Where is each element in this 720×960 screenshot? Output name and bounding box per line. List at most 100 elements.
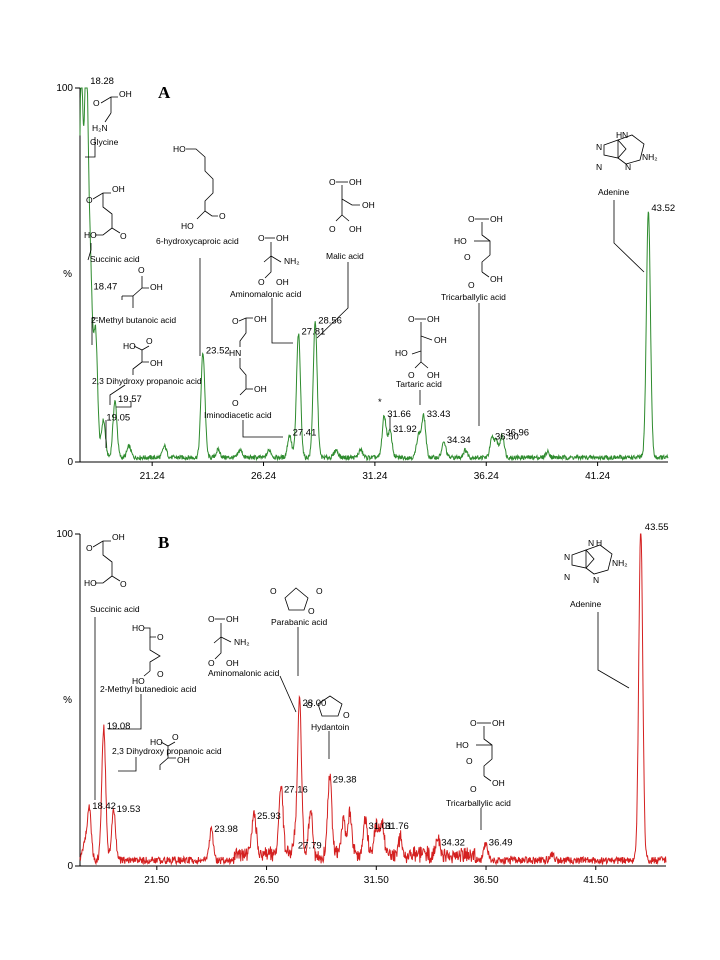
svg-text:O: O — [468, 214, 475, 224]
svg-text:NH₂: NH₂ — [284, 256, 300, 266]
svg-text:NH₂: NH₂ — [612, 558, 628, 568]
panel-b-peak-label: 25.93 — [257, 811, 281, 822]
tricarballylic-b-structure: O OH HO O OH O Tricarballylic acid — [446, 718, 511, 808]
svg-text:O: O — [86, 195, 93, 205]
panel-b-peak-label: 31.01 — [369, 821, 393, 832]
svg-text:N: N — [564, 552, 570, 562]
svg-text:NH₂: NH₂ — [642, 152, 658, 162]
leader-methylbutanoic-a — [91, 317, 98, 345]
svg-text:OH: OH — [150, 358, 163, 368]
panel-a-annotation-asterisk: * — [378, 397, 382, 408]
svg-text:O: O — [93, 98, 100, 108]
svg-text:HO: HO — [395, 348, 408, 358]
svg-text:O: O — [329, 224, 336, 234]
svg-text:HO: HO — [181, 221, 194, 231]
svg-text:OH: OH — [490, 274, 503, 284]
svg-text:O: O — [270, 586, 277, 596]
svg-text:O: O — [466, 756, 473, 766]
svg-text:OH: OH — [349, 224, 362, 234]
panel-b-peak-label: 23.98 — [214, 824, 238, 835]
svg-text:N: N — [596, 162, 602, 172]
panel-a-title: A — [158, 83, 171, 102]
compound-label-tartaric: Tartaric acid — [396, 379, 442, 389]
svg-text:H: H — [596, 538, 602, 548]
panel-b-x-tick-label: 41.50 — [583, 875, 608, 886]
panel-a-y-axis-label: % — [63, 269, 72, 280]
svg-text:O: O — [157, 632, 164, 642]
panel-a-peak-label: 19.05 — [106, 413, 130, 424]
compound-label-adenine-b: Adenine — [570, 599, 601, 609]
svg-text:OH: OH — [427, 370, 440, 380]
panel-a-x-tick-label: 41.24 — [585, 471, 610, 482]
panel-a-peak-label: 18.28 — [90, 76, 114, 87]
panel-a-leader-lines — [85, 137, 645, 448]
succinic-a-structure: O OH HO O Succinic acid — [84, 184, 140, 264]
panel-a-peak-label: 18.47 — [94, 282, 118, 293]
malic-structure: O OH OH O OH Malic acid — [326, 177, 375, 261]
compound-label-succinic-b: Succinic acid — [90, 604, 140, 614]
methylbutanoic-a-structure: O OH 2-Methyl butanoic acid — [91, 265, 176, 325]
panel-a-peak-label: 23.52 — [206, 345, 230, 356]
panel-a-peak-label: 28.56 — [318, 315, 342, 326]
aminomalonic-b-structure: O OH NH₂ O OH Aminomalonic acid — [208, 614, 280, 678]
svg-text:N: N — [588, 538, 594, 548]
leader-adenine-b — [597, 612, 630, 689]
panel-a-peak-label: 31.92 — [393, 424, 417, 435]
svg-text:OH: OH — [177, 755, 190, 765]
svg-text:H₂N: H₂N — [92, 123, 108, 133]
svg-text:OH: OH — [254, 384, 267, 394]
svg-text:OH: OH — [112, 184, 125, 194]
svg-text:O: O — [316, 586, 323, 596]
svg-text:O: O — [120, 231, 127, 241]
svg-text:OH: OH — [349, 177, 362, 187]
leader-succinic-a — [87, 243, 92, 261]
svg-text:OH: OH — [226, 614, 239, 624]
leader-aminomalonic-b — [279, 675, 297, 713]
svg-text:O: O — [219, 211, 226, 221]
panel-b-y-tick-label-100: 100 — [56, 529, 73, 540]
svg-text:OH: OH — [362, 200, 375, 210]
svg-text:O: O — [120, 579, 127, 589]
compound-label-tricarballylic-b: Tricarballylic acid — [446, 798, 511, 808]
panel-a-peak-label: 34.34 — [447, 435, 471, 446]
compound-label-methylbutanoic-a: 2-Methyl butanoic acid — [91, 315, 176, 325]
panel-a-chromatogram-trace — [79, 87, 669, 462]
leader-adenine-a — [613, 200, 645, 273]
svg-text:O: O — [86, 543, 93, 553]
dihydroxy-a-structure: HO O OH 2,3 Dihydroxy propanoic acid — [92, 336, 202, 386]
panel-a-peak-label: 19.57 — [118, 394, 142, 405]
compound-label-hydantoin: Hydantoin — [311, 722, 350, 732]
panel-a-y-tick-label-0: 0 — [67, 457, 73, 468]
leader-aminomalonic-a — [271, 298, 293, 344]
panel-a-peak-label: 31.66 — [387, 409, 411, 420]
compound-label-dihydroxy-b: 2,3 Dihydroxy propanoic acid — [112, 746, 222, 756]
leader-malic — [316, 262, 349, 339]
compound-label-hydroxycaproic: 6-hydroxycaproic acid — [156, 236, 239, 246]
methylbutanedioic-b-structure: HO O HO O 2-Methyl butanedioic acid — [100, 623, 197, 694]
svg-text:O: O — [208, 658, 215, 668]
svg-text:OH: OH — [276, 277, 289, 287]
compound-label-succinic-a: Succinic acid — [90, 254, 140, 264]
glycine-structure: O OH H₂N Glycine — [90, 89, 132, 147]
panel-a-peak-label: 36.96 — [505, 428, 529, 439]
svg-text:NH₂: NH₂ — [234, 637, 250, 647]
svg-text:O: O — [408, 314, 415, 324]
panel-b-x-tick-label: 31.50 — [364, 875, 389, 886]
hydroxycaproic-structure: HO O HO 6-hydroxycaproic acid — [156, 144, 239, 246]
svg-text:O: O — [138, 265, 145, 275]
svg-text:OH: OH — [119, 89, 132, 99]
succinic-b-structure: O OH HO O Succinic acid — [84, 532, 140, 614]
parabanic-structure: O O O Parabanic acid — [270, 586, 328, 627]
svg-text:O: O — [258, 233, 265, 243]
panel-b-peak-label: 27.16 — [284, 784, 308, 795]
svg-text:HO: HO — [84, 578, 97, 588]
svg-text:O: O — [208, 614, 215, 624]
compound-label-adenine-a: Adenine — [598, 187, 629, 197]
compound-label-aminomalonic-b: Aminomalonic acid — [208, 668, 280, 678]
tartaric-structure: O OH OH HO O OH Tartaric acid — [395, 314, 447, 389]
panel-a-x-tick-label: 26.24 — [251, 471, 276, 482]
svg-text:N: N — [564, 572, 570, 582]
adenine-a-structure: H N N N N NH₂ Adenine — [596, 130, 658, 197]
